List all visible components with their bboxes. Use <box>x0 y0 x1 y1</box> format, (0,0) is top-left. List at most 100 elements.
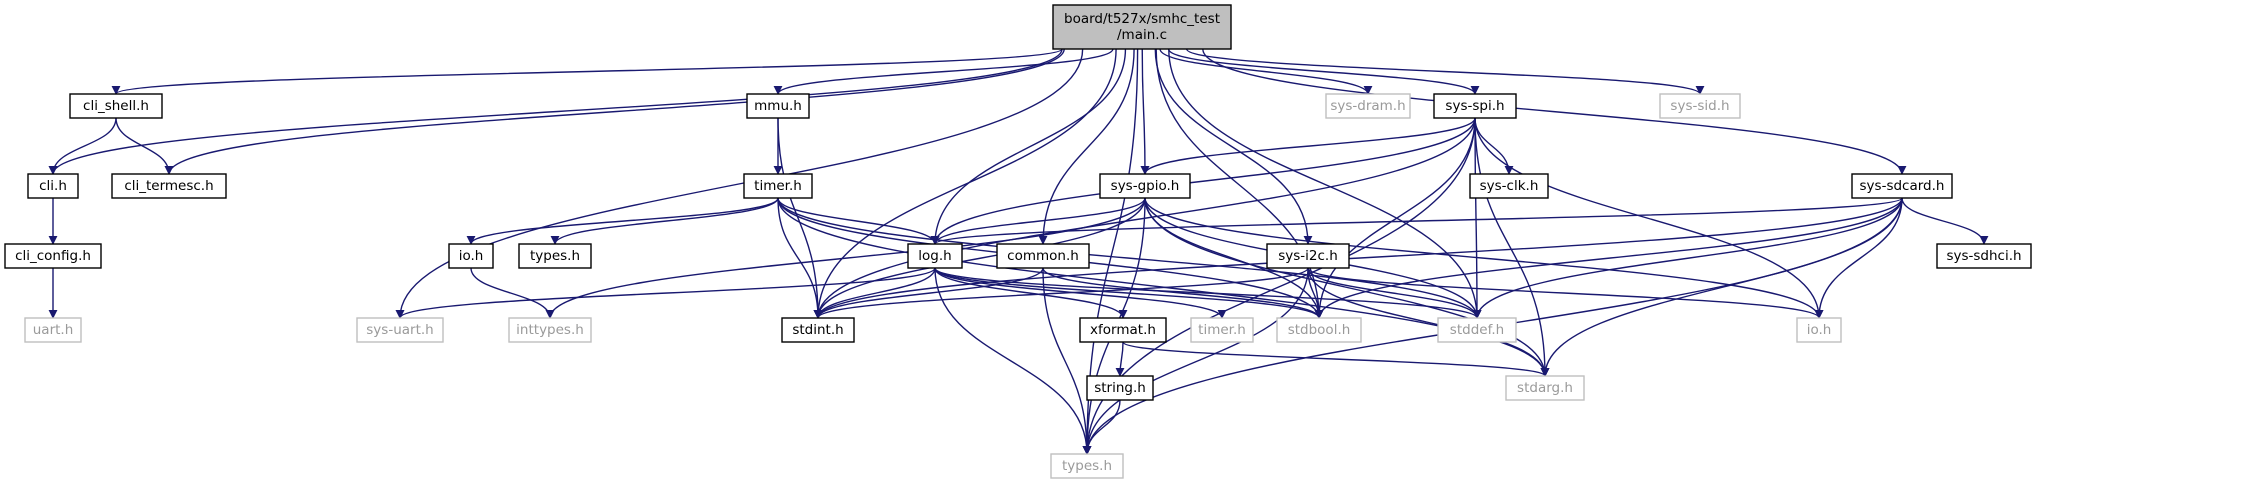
dependency-edge <box>1115 341 1125 377</box>
node-label: io.h <box>459 248 484 264</box>
graph-node-stdbool-h: stdbool.h <box>1276 317 1362 343</box>
dependency-edge <box>930 48 1127 245</box>
graph-node-sys-i2c-h[interactable]: sys-i2c.h <box>1266 243 1350 269</box>
node-label: sys-spi.h <box>1445 98 1504 114</box>
node-box <box>4 243 102 269</box>
node-box <box>27 173 79 199</box>
node-label: cli.h <box>39 178 67 194</box>
node-box <box>743 173 813 199</box>
node-label: inttypes.h <box>516 322 584 338</box>
dependency-edge <box>813 267 1044 319</box>
node-box <box>1050 453 1124 479</box>
node-label: xformat.h <box>1090 322 1156 338</box>
node-label: sys-uart.h <box>366 322 433 338</box>
graph-node-sys-clk-h[interactable]: sys-clk.h <box>1469 173 1549 199</box>
node-label: sys-dram.h <box>1330 98 1405 114</box>
node-label: common.h <box>1007 248 1079 264</box>
node-box <box>1086 375 1154 401</box>
node-label: cli_shell.h <box>83 98 149 114</box>
graph-node-io-h: io.h <box>1796 317 1842 343</box>
graph-node-sys-sdcard-h[interactable]: sys-sdcard.h <box>1851 173 1953 199</box>
graph-node-sys-gpio-h[interactable]: sys-gpio.h <box>1099 173 1191 199</box>
dependency-edge <box>111 48 1063 95</box>
dependency-edge <box>1082 399 1121 455</box>
graph-node-types-h-small[interactable]: types.h <box>518 243 592 269</box>
node-label: stdint.h <box>792 322 843 338</box>
node-box <box>1469 173 1549 199</box>
graph-node-mmu-h[interactable]: mmu.h <box>746 93 810 119</box>
graph-node-io-h-small[interactable]: io.h <box>448 243 494 269</box>
node-box <box>1266 243 1350 269</box>
dependency-edge <box>1042 267 1324 319</box>
node-box <box>996 243 1090 269</box>
graph-node-inttypes-h: inttypes.h <box>508 317 592 343</box>
node-box <box>1796 317 1842 343</box>
graph-node-cli-h[interactable]: cli.h <box>27 173 79 199</box>
node-label: sys-clk.h <box>1480 178 1539 194</box>
dependency-edge <box>934 267 1128 319</box>
node-box <box>1099 173 1191 199</box>
dependency-edge <box>1814 197 1903 319</box>
dependency-edge <box>777 197 823 319</box>
graph-node-log-h[interactable]: log.h <box>907 243 963 269</box>
node-box <box>907 243 963 269</box>
node-label: types.h <box>1062 458 1112 474</box>
node-box <box>24 317 82 343</box>
dependency-edge <box>813 48 1117 319</box>
dependency-edge <box>1168 48 1482 319</box>
node-label: sys-gpio.h <box>1111 178 1180 194</box>
node-label: uart.h <box>33 322 74 338</box>
graph-node-stdint-h[interactable]: stdint.h <box>781 317 855 343</box>
dependency-edge <box>813 197 1903 319</box>
node-label: sys-sdcard.h <box>1860 178 1945 194</box>
dependency-edge <box>777 117 823 319</box>
dependency-edge <box>1038 48 1135 245</box>
graph-node-main-c[interactable]: board/t527x/smhc_test/main.c <box>1052 4 1232 50</box>
dependency-edge <box>1472 197 1903 319</box>
node-box <box>1851 173 1953 199</box>
graph-node-cli-termesc-h[interactable]: cli_termesc.h <box>111 173 227 199</box>
dependency-edge <box>1167 48 1480 95</box>
dependency-edge <box>48 117 117 175</box>
dependency-edge <box>1140 117 1476 175</box>
graph-node-string-h[interactable]: string.h <box>1086 375 1154 401</box>
node-box <box>448 243 494 269</box>
node-label: timer.h <box>754 178 802 194</box>
node-box <box>1052 4 1232 50</box>
graph-node-common-h[interactable]: common.h <box>996 243 1090 269</box>
node-box <box>1276 317 1362 343</box>
graph-node-sys-sdhci-h[interactable]: sys-sdhci.h <box>1936 243 2032 269</box>
graph-node-stdarg-h: stdarg.h <box>1505 375 1585 401</box>
node-box <box>69 93 163 119</box>
node-label: stdbool.h <box>1288 322 1351 338</box>
dependency-edge <box>930 117 1476 245</box>
node-box <box>1433 93 1517 119</box>
graph-node-cli-shell-h[interactable]: cli_shell.h <box>69 93 163 119</box>
dependency-edge <box>777 197 940 245</box>
dependency-edge <box>1901 197 1989 245</box>
graph-node-sys-dram-h: sys-dram.h <box>1325 93 1411 119</box>
node-label: string.h <box>1094 380 1146 396</box>
graph-node-xformat-h[interactable]: xformat.h <box>1079 317 1167 343</box>
graph-node-sys-sid-h: sys-sid.h <box>1659 93 1741 119</box>
node-box <box>746 93 810 119</box>
node-label: cli_config.h <box>15 248 91 264</box>
dependency-edge <box>1185 48 1705 95</box>
graph-node-cli-config-h[interactable]: cli_config.h <box>4 243 102 269</box>
dependency-edge <box>1202 48 1907 175</box>
dependency-edge <box>1540 197 1903 377</box>
dependency-edge <box>545 197 1146 319</box>
dependency-edge <box>1474 117 1824 319</box>
dependency-edge <box>1144 197 1824 319</box>
node-label: log.h <box>918 248 951 264</box>
dependency-edge <box>466 197 779 245</box>
dependency-edge <box>1474 117 1514 175</box>
dependency-edge <box>470 267 555 319</box>
graph-node-sys-spi-h[interactable]: sys-spi.h <box>1433 93 1517 119</box>
node-label: board/t527x/smhc_test <box>1064 11 1220 27</box>
node-box <box>1325 93 1411 119</box>
graph-node-stddef-h: stddef.h <box>1437 317 1517 343</box>
dependency-edge <box>395 267 936 319</box>
graph-node-timer-h[interactable]: timer.h <box>743 173 813 199</box>
